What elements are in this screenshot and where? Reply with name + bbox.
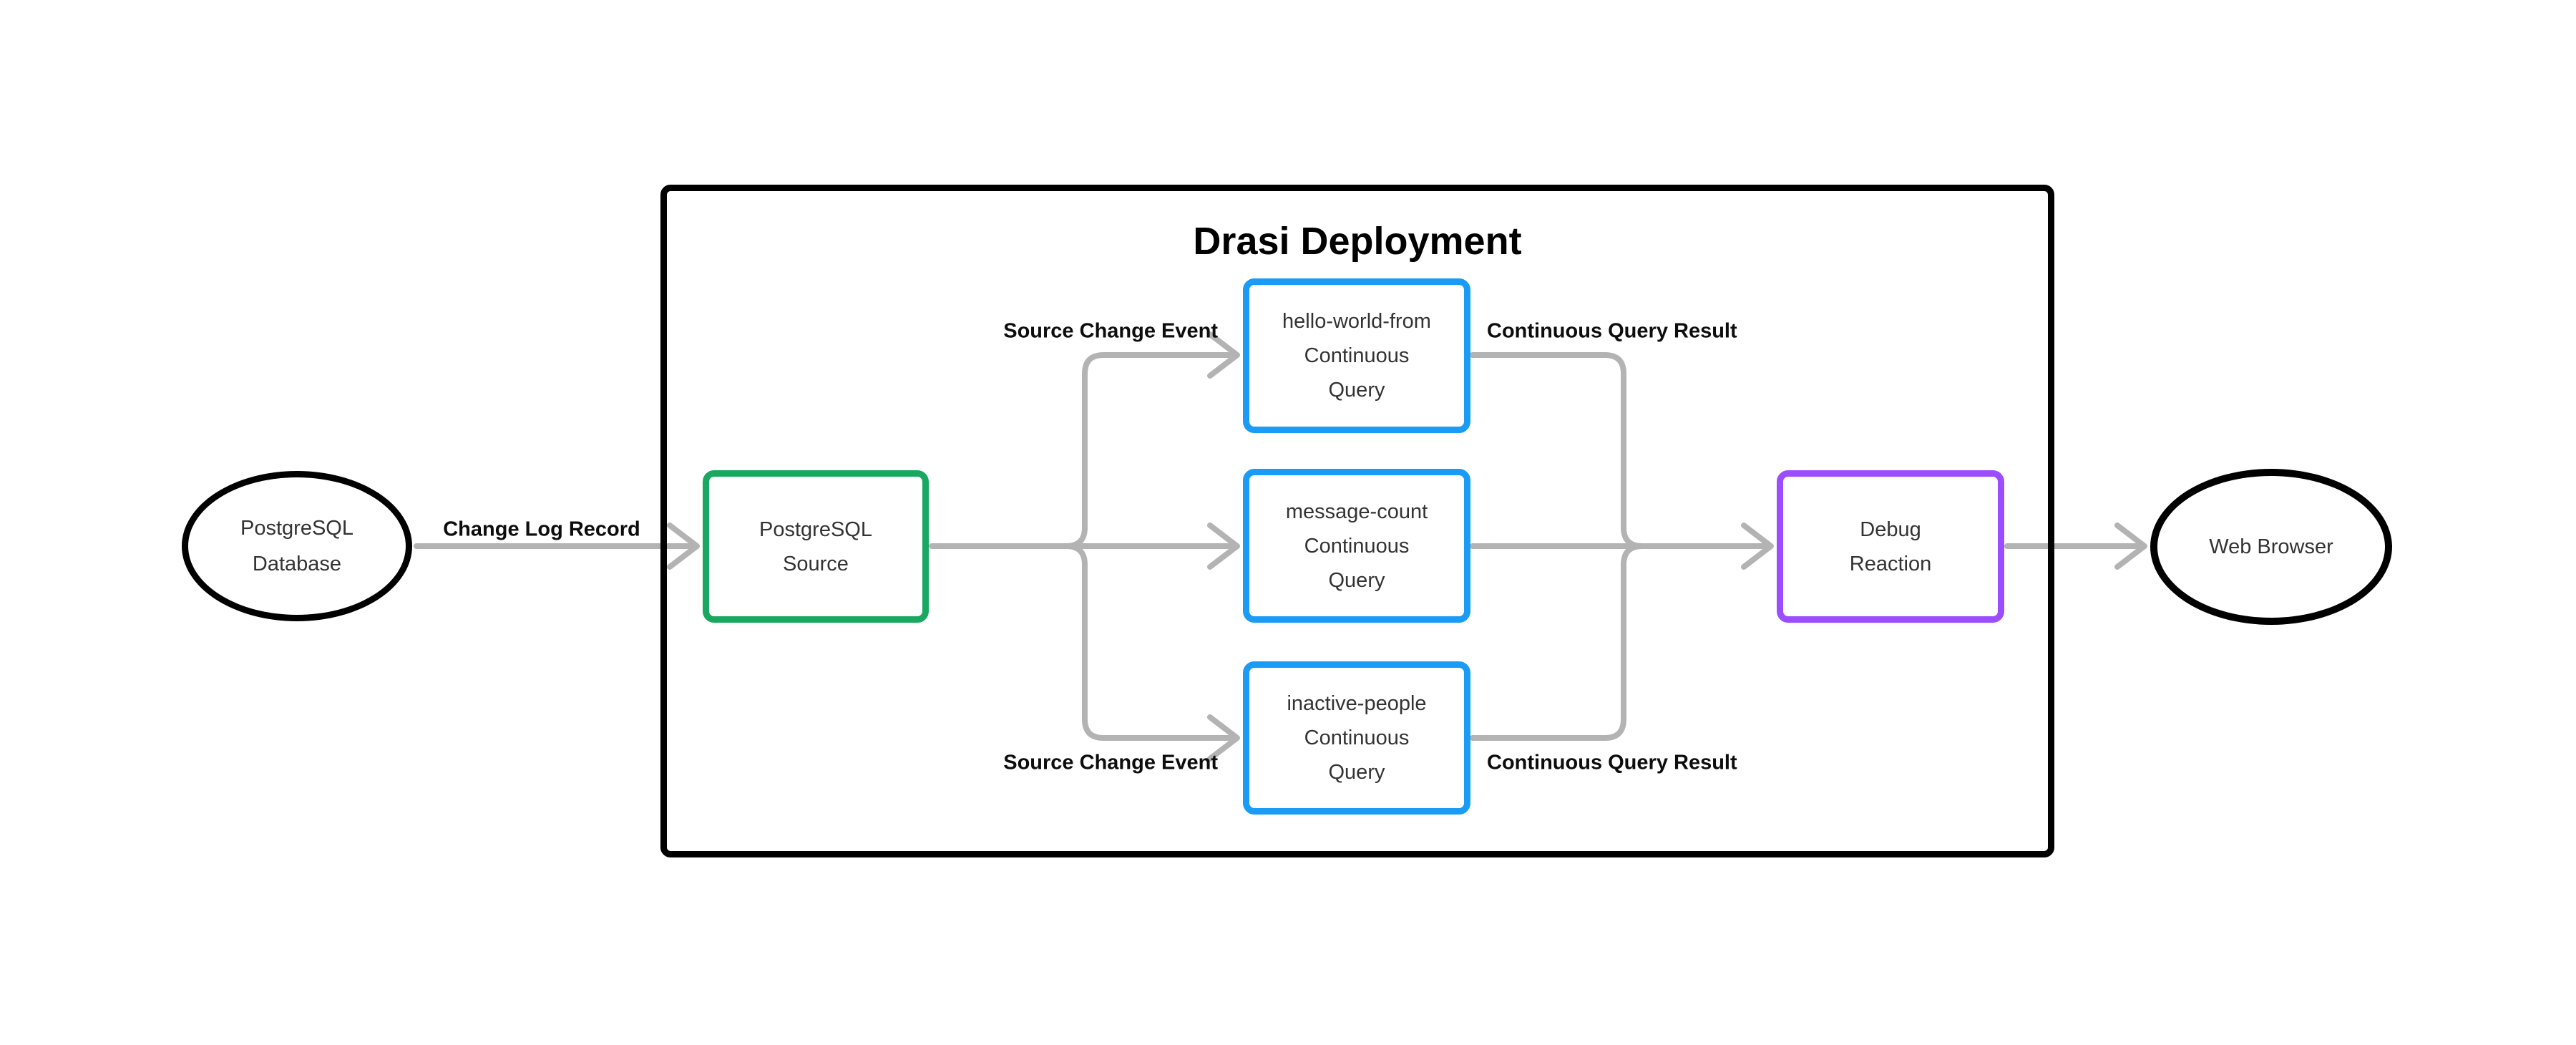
node-debug-reaction: Debug Reaction (1777, 470, 2004, 623)
node-inactive-people-continuous-query: inactive-people Continuous Query (1243, 661, 1470, 815)
node-web-browser: Web Browser (2150, 469, 2392, 625)
node-postgresql-source-label: PostgreSQL Source (759, 517, 872, 575)
node-postgresql-database: PostgreSQL Database (182, 471, 412, 621)
drasi-deployment-container (660, 185, 2054, 857)
drasi-deployment-title: Drasi Deployment (1193, 220, 1522, 263)
node-postgresql-database-label: PostgreSQL Database (240, 517, 353, 575)
node-hello-world-from-continuous-query-label: hello-world-from Continuous Query (1282, 310, 1431, 402)
edge-label-change-log-record: Change Log Record (443, 517, 640, 541)
edge-label-continuous-query-result-top: Continuous Query Result (1487, 319, 1737, 343)
node-hello-world-from-continuous-query: hello-world-from Continuous Query (1243, 278, 1470, 433)
arrowhead-debug-reaction-to-browser (2114, 522, 2147, 570)
edge-label-source-change-event-bottom: Source Change Event (1003, 751, 1218, 774)
node-postgresql-source: PostgreSQL Source (703, 470, 929, 623)
edge-label-continuous-query-result-bottom: Continuous Query Result (1487, 751, 1737, 774)
node-message-count-continuous-query: message-count Continuous Query (1243, 469, 1470, 623)
node-web-browser-label: Web Browser (2209, 535, 2333, 558)
node-message-count-continuous-query-label: message-count Continuous Query (1285, 500, 1428, 592)
edge-label-source-change-event-top: Source Change Event (1003, 319, 1218, 343)
node-debug-reaction-label: Debug Reaction (1849, 517, 1932, 575)
node-inactive-people-continuous-query-label: inactive-people Continuous Query (1287, 692, 1427, 784)
